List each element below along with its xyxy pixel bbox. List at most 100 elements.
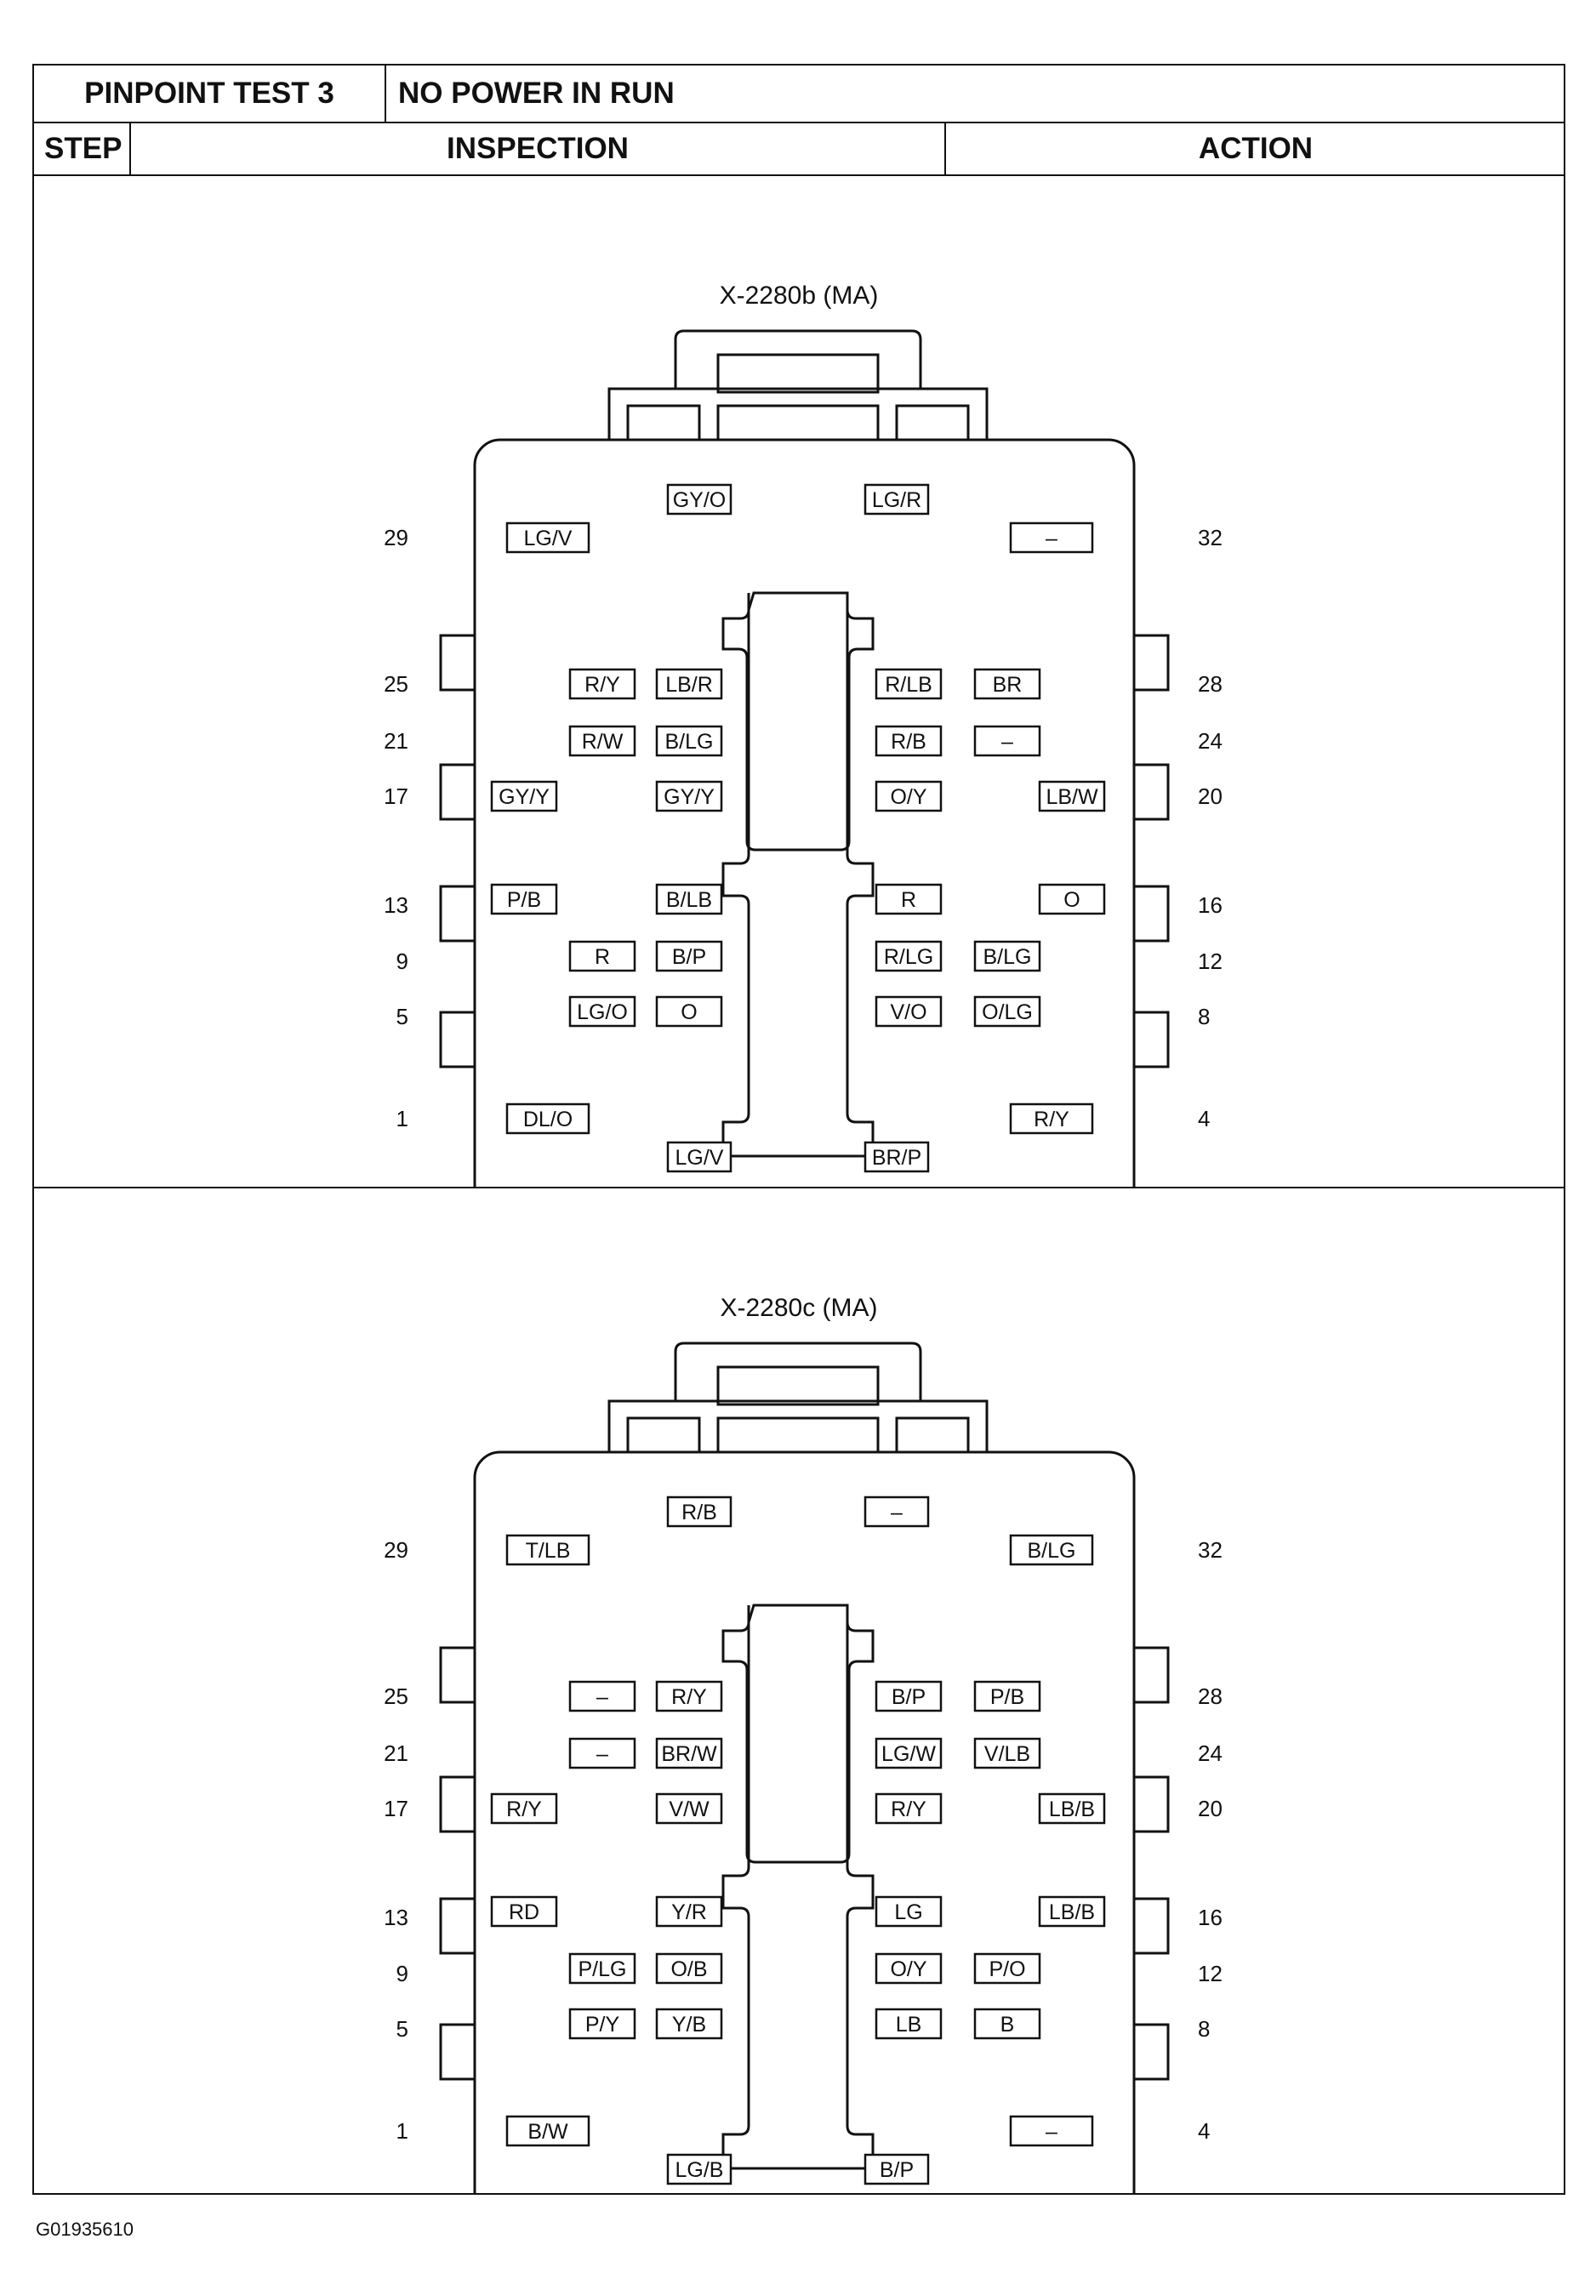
wire-label-r9a: P/LG bbox=[568, 1952, 636, 1985]
wire-label-r16b: LB/B bbox=[1038, 1895, 1106, 1928]
pin-number-4: 4 bbox=[1198, 2118, 1210, 2144]
connector-title: X-2280b (MA) bbox=[720, 282, 879, 310]
svg-text:LG/R: LG/R bbox=[872, 488, 921, 512]
svg-text:BR/W: BR/W bbox=[661, 1742, 717, 1766]
wire-label-r13b: Y/R bbox=[655, 1895, 723, 1928]
wire-label-bot_r: B/P bbox=[864, 2153, 930, 2185]
svg-text:GY/O: GY/O bbox=[673, 488, 727, 512]
pin-number-25: 25 bbox=[384, 671, 408, 697]
wire-label-r20b: LB/B bbox=[1038, 1792, 1106, 1825]
pin-number-17: 17 bbox=[384, 783, 408, 809]
svg-text:GY/Y: GY/Y bbox=[499, 785, 550, 809]
wire-label-r13a: P/B bbox=[490, 883, 558, 915]
wire-label-r24a: LG/W bbox=[875, 1737, 943, 1769]
wire-label-p32: – bbox=[1009, 521, 1094, 554]
pin-number-21: 21 bbox=[384, 728, 408, 754]
pin-number-32: 32 bbox=[1198, 1537, 1223, 1563]
pin-number-9: 9 bbox=[396, 1961, 408, 1986]
svg-text:–: – bbox=[1001, 730, 1013, 754]
svg-text:O/LG: O/LG bbox=[982, 1000, 1033, 1024]
svg-text:–: – bbox=[596, 1742, 608, 1766]
wire-label-r8a: V/O bbox=[875, 995, 943, 1028]
wire-label-r8a: LB bbox=[875, 2008, 943, 2040]
svg-text:LG/B: LG/B bbox=[675, 2158, 724, 2182]
pin-number-9: 9 bbox=[396, 949, 408, 974]
wire-label-r13b: B/LB bbox=[655, 883, 723, 915]
svg-text:–: – bbox=[1046, 2120, 1057, 2144]
pin-number-12: 12 bbox=[1198, 949, 1223, 974]
svg-text:O/B: O/B bbox=[670, 1957, 707, 1981]
pin-number-17: 17 bbox=[384, 1796, 408, 1821]
svg-text:V/O: V/O bbox=[890, 1000, 926, 1024]
wire-label-p1: DL/O bbox=[505, 1102, 590, 1135]
svg-text:P/LG: P/LG bbox=[579, 1957, 627, 1981]
wire-label-top_r: LG/R bbox=[864, 483, 930, 516]
svg-text:BR/P: BR/P bbox=[872, 1146, 921, 1170]
svg-text:R/LG: R/LG bbox=[884, 945, 933, 969]
svg-text:O/Y: O/Y bbox=[890, 1957, 926, 1981]
svg-text:B/LG: B/LG bbox=[1028, 1539, 1076, 1563]
svg-text:R: R bbox=[595, 945, 610, 969]
svg-text:LG: LG bbox=[894, 1900, 922, 1924]
svg-text:LG/V: LG/V bbox=[675, 1146, 724, 1170]
wire-label-p4: – bbox=[1009, 2115, 1094, 2147]
svg-text:LB/B: LB/B bbox=[1049, 1900, 1095, 1924]
svg-text:LG/V: LG/V bbox=[524, 527, 573, 550]
wire-label-r5a: P/Y bbox=[568, 2008, 636, 2040]
pin-number-5: 5 bbox=[396, 2016, 408, 2042]
svg-text:Y/R: Y/R bbox=[671, 1900, 707, 1924]
wire-label-r25a: R/Y bbox=[568, 668, 636, 700]
test-title: NO POWER IN RUN bbox=[398, 77, 675, 110]
wire-label-r28b: P/B bbox=[973, 1680, 1041, 1712]
svg-text:R/Y: R/Y bbox=[671, 1685, 707, 1709]
wire-label-r12b: B/LG bbox=[973, 940, 1041, 972]
wire-label-r17a: GY/Y bbox=[490, 780, 558, 812]
svg-text:T/LB: T/LB bbox=[526, 1539, 571, 1563]
pin-number-4: 4 bbox=[1198, 1106, 1210, 1131]
svg-text:P/O: P/O bbox=[989, 1957, 1025, 1981]
wire-label-r13a: RD bbox=[490, 1895, 558, 1928]
pin-number-21: 21 bbox=[384, 1741, 408, 1766]
svg-text:–: – bbox=[1046, 527, 1057, 550]
title-row: PINPOINT TEST 3 NO POWER IN RUN bbox=[34, 66, 1564, 123]
svg-text:R/B: R/B bbox=[891, 730, 926, 754]
connector-title: X-2280c (MA) bbox=[720, 1294, 877, 1322]
svg-text:B/W: B/W bbox=[527, 2120, 568, 2144]
wire-label-r9a: R bbox=[568, 940, 636, 972]
wire-label-bot_l: LG/B bbox=[666, 2153, 732, 2185]
svg-text:O/Y: O/Y bbox=[890, 785, 926, 809]
pin-number-24: 24 bbox=[1198, 728, 1223, 754]
wire-label-r24a: R/B bbox=[875, 725, 943, 757]
wire-label-r5b: O bbox=[655, 995, 723, 1028]
pin-number-13: 13 bbox=[384, 892, 408, 918]
connector-panel-c: X-2280c (MA) R/B – T/LB B/LG – R/Y B/P P/B – BR/W L… bbox=[34, 1188, 1564, 2195]
svg-text:LB/B: LB/B bbox=[1049, 1797, 1095, 1821]
col-step: STEP bbox=[44, 132, 123, 165]
wire-label-p32: B/LG bbox=[1009, 1534, 1094, 1566]
svg-text:B/P: B/P bbox=[672, 945, 706, 969]
svg-text:R: R bbox=[901, 888, 916, 912]
wire-label-r9b: B/P bbox=[655, 940, 723, 972]
svg-text:LB: LB bbox=[896, 2013, 922, 2037]
wire-label-r16a: R bbox=[875, 883, 943, 915]
pin-number-20: 20 bbox=[1198, 783, 1223, 809]
svg-text:B: B bbox=[1000, 2013, 1015, 2037]
wire-label-r21a: – bbox=[568, 1737, 636, 1769]
wire-label-r16b: O bbox=[1038, 883, 1106, 915]
wire-label-r17a: R/Y bbox=[490, 1792, 558, 1825]
col-inspection: INSPECTION bbox=[447, 132, 629, 165]
svg-text:–: – bbox=[891, 1501, 903, 1524]
svg-text:R/Y: R/Y bbox=[506, 1797, 542, 1821]
connector-diagram: X-2280c (MA) R/B – T/LB B/LG – R/Y B/P P/B – BR/W L… bbox=[384, 1294, 1223, 2195]
svg-text:–: – bbox=[596, 1685, 608, 1709]
wire-label-top_l: R/B bbox=[666, 1496, 732, 1528]
svg-text:P/Y: P/Y bbox=[585, 2013, 620, 2037]
pin-number-16: 16 bbox=[1198, 1905, 1223, 1930]
pin-number-28: 28 bbox=[1198, 1684, 1223, 1709]
pin-number-1: 1 bbox=[396, 2118, 408, 2144]
svg-text:LG/O: LG/O bbox=[577, 1000, 628, 1024]
svg-text:R/B: R/B bbox=[681, 1501, 717, 1524]
pin-number-5: 5 bbox=[396, 1004, 408, 1029]
